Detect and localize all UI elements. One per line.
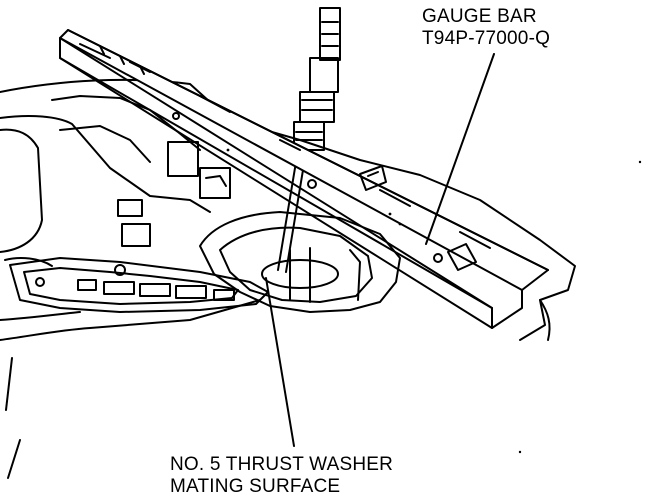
drum-bore — [199, 211, 401, 313]
thrust-washer-label-line1: NO. 5 THRUST WASHER — [170, 454, 393, 475]
output-shaft — [293, 7, 341, 151]
depth-gauge-rod — [277, 149, 307, 273]
case-bolt-bosses — [117, 141, 231, 247]
hatching-texture — [226, 148, 642, 454]
thrust-washer-label-line2: MATING SURFACE — [170, 476, 340, 497]
gauge-bar-label-line2: T94P-77000-Q — [422, 28, 550, 49]
gauge-bar-label-line1: GAUGE BAR — [422, 6, 537, 27]
gauge-bar-end-blocks — [359, 165, 477, 271]
valve-body-area — [9, 257, 269, 313]
callout-leader-lines — [265, 53, 495, 447]
gauge-bar — [59, 29, 549, 329]
